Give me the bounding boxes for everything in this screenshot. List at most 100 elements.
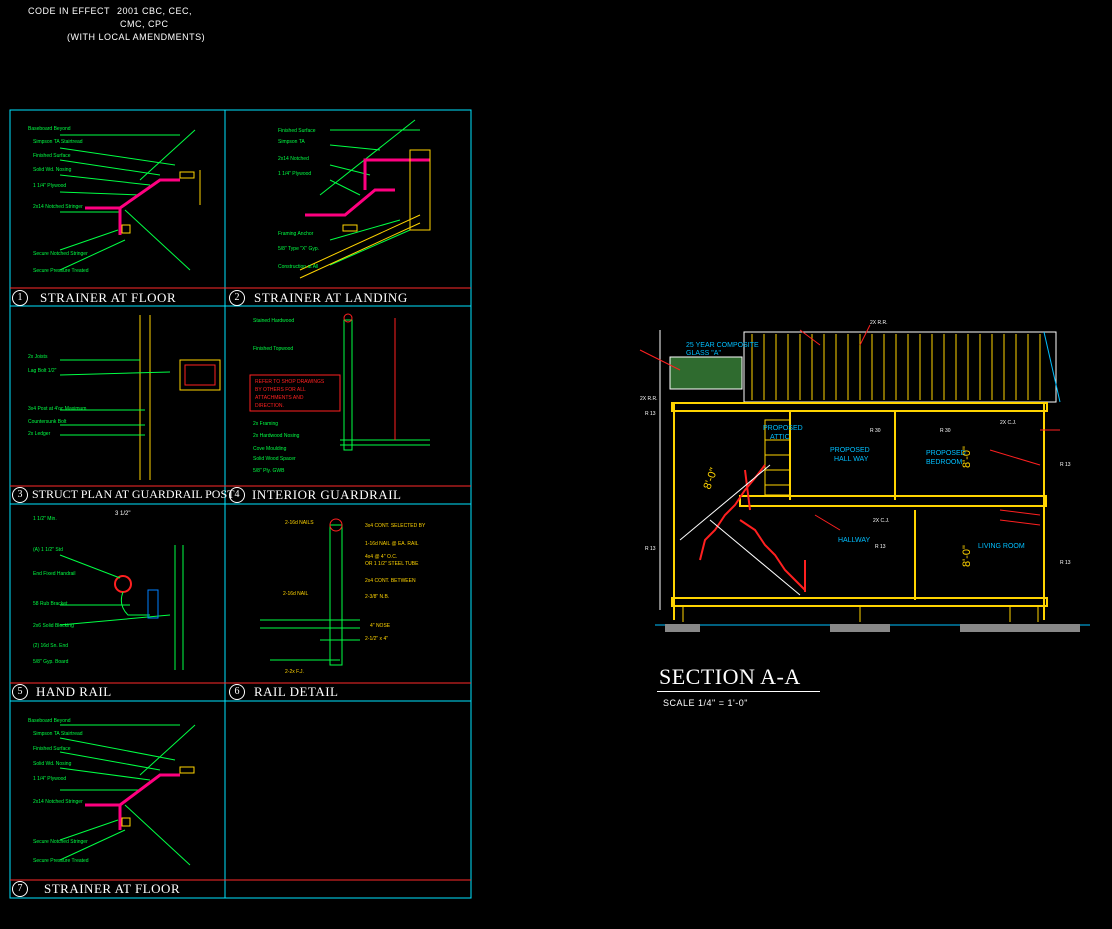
svg-text:REFER TO SHOP DRAWINGS: REFER TO SHOP DRAWINGS bbox=[255, 379, 325, 385]
svg-text:R 13: R 13 bbox=[645, 546, 656, 552]
section-title-underline bbox=[657, 691, 820, 692]
svg-text:Framing Anchor: Framing Anchor bbox=[278, 231, 314, 237]
svg-text:Baseboard Beyond: Baseboard Beyond bbox=[28, 718, 71, 724]
detail-strainer-landing-2: Finished Surface Simpson TA 2x14 Notched… bbox=[278, 119, 431, 279]
svg-text:2-3/8" N.B.: 2-3/8" N.B. bbox=[365, 594, 389, 600]
svg-text:DIRECTION.: DIRECTION. bbox=[255, 403, 284, 409]
svg-text:Cove Moulding: Cove Moulding bbox=[253, 446, 287, 452]
svg-text:R 30: R 30 bbox=[940, 428, 951, 434]
svg-text:4" NOSE: 4" NOSE bbox=[370, 623, 391, 629]
svg-text:2-16d NAILS: 2-16d NAILS bbox=[285, 520, 314, 526]
svg-text:3 1/2": 3 1/2" bbox=[115, 511, 130, 517]
svg-text:2x Framing: 2x Framing bbox=[253, 421, 278, 427]
svg-text:Lag Bolt 1/2": Lag Bolt 1/2" bbox=[28, 368, 57, 374]
svg-text:2X C.J.: 2X C.J. bbox=[873, 518, 889, 524]
svg-text:2x14 Notched Stringer: 2x14 Notched Stringer bbox=[33, 204, 83, 210]
svg-text:Simpson TA: Simpson TA bbox=[278, 139, 305, 145]
svg-text:GLASS "A": GLASS "A" bbox=[686, 350, 721, 357]
svg-text:BEDROOM: BEDROOM bbox=[926, 459, 962, 466]
svg-text:Finished Surface: Finished Surface bbox=[33, 153, 71, 159]
code-in-effect-label: CODE IN EFFECT bbox=[28, 6, 111, 16]
svg-text:1 1/4" Plywood: 1 1/4" Plywood bbox=[33, 776, 66, 782]
svg-text:2x6 Solid Blocking: 2x6 Solid Blocking bbox=[33, 623, 74, 629]
svg-text:5/8" Ply. GWB: 5/8" Ply. GWB bbox=[253, 468, 285, 474]
svg-text:(2) 16d Sn. End: (2) 16d Sn. End bbox=[33, 643, 68, 649]
section-title: SECTION A-A bbox=[659, 664, 801, 689]
svg-text:Simpson TA Stairtread: Simpson TA Stairtread bbox=[33, 139, 83, 145]
panel-4-title: INTERIOR GUARDRAIL bbox=[252, 487, 402, 502]
code-line-2: CMC, CPC bbox=[120, 19, 169, 29]
svg-text:Secure Notched Stringer: Secure Notched Stringer bbox=[33, 251, 88, 257]
svg-text:R 13: R 13 bbox=[1060, 462, 1071, 468]
svg-text:2-2x F.J.: 2-2x F.J. bbox=[285, 669, 304, 675]
svg-text:2x4 CONT. BETWEEN: 2x4 CONT. BETWEEN bbox=[365, 578, 416, 584]
panel-1-number: 1 bbox=[12, 290, 28, 306]
detail-rail-6: 2-16d NAILS 3x4 CONT. SELECTED BY 1-16d … bbox=[260, 518, 426, 675]
svg-text:2x Joists: 2x Joists bbox=[28, 354, 48, 360]
panel-7-title: STRAINER AT FLOOR bbox=[44, 881, 181, 896]
svg-text:Baseboard Beyond: Baseboard Beyond bbox=[28, 126, 71, 132]
svg-text:LIVING ROOM: LIVING ROOM bbox=[978, 543, 1025, 550]
svg-text:OR 1 1/2" STEEL TUBE: OR 1 1/2" STEEL TUBE bbox=[365, 561, 419, 567]
svg-text:ATTIC: ATTIC bbox=[770, 434, 790, 441]
svg-text:Countersunk Bolt: Countersunk Bolt bbox=[28, 419, 67, 425]
svg-text:PROPOSED: PROPOSED bbox=[763, 425, 803, 432]
svg-text:Stained Hardwood: Stained Hardwood bbox=[253, 318, 294, 324]
svg-text:2X C.J.: 2X C.J. bbox=[1000, 420, 1016, 426]
panel-2-title: STRAINER AT LANDING bbox=[254, 290, 408, 305]
detail-grid bbox=[9, 109, 472, 899]
svg-text:BY OTHERS FOR ALL: BY OTHERS FOR ALL bbox=[255, 387, 306, 393]
svg-text:Simpson TA Stairtread: Simpson TA Stairtread bbox=[33, 731, 83, 737]
svg-text:8'-0": 8'-0" bbox=[961, 446, 973, 468]
svg-text:End Fixed Handrail: End Fixed Handrail bbox=[33, 571, 76, 577]
svg-text:HALL WAY: HALL WAY bbox=[834, 456, 869, 463]
svg-text:5/8" Gyp. Board: 5/8" Gyp. Board bbox=[33, 659, 69, 665]
svg-text:5/8" Type "X" Gyp.: 5/8" Type "X" Gyp. bbox=[278, 246, 319, 252]
svg-text:R 30: R 30 bbox=[870, 428, 881, 434]
svg-text:PROPOSED: PROPOSED bbox=[830, 447, 870, 454]
panel-6-number: 6 bbox=[229, 684, 245, 700]
svg-text:2X R.R.: 2X R.R. bbox=[640, 396, 658, 402]
svg-text:2-16d NAIL: 2-16d NAIL bbox=[283, 591, 309, 597]
svg-text:ATTACHMENTS AND: ATTACHMENTS AND bbox=[255, 395, 304, 401]
code-line-1: 2001 CBC, CEC, bbox=[117, 6, 193, 16]
svg-text:2x Hardwood Nosing: 2x Hardwood Nosing bbox=[253, 433, 300, 439]
svg-text:Construction at All: Construction at All bbox=[278, 264, 318, 270]
section-scale: SCALE 1/4" = 1'-0" bbox=[663, 698, 748, 708]
svg-text:Solid Wd. Nosing: Solid Wd. Nosing bbox=[33, 167, 72, 173]
svg-text:3x4 Post at 4'oc Maximum: 3x4 Post at 4'oc Maximum bbox=[28, 406, 86, 412]
svg-text:Solid Wood Spacer: Solid Wood Spacer bbox=[253, 456, 296, 462]
detail-guardrail-post-3: 2x Joists Lag Bolt 1/2" 3x4 Post at 4'oc… bbox=[28, 315, 221, 480]
svg-text:Finished Surface: Finished Surface bbox=[33, 746, 71, 752]
svg-text:1-16d NAIL @ EA. RAIL: 1-16d NAIL @ EA. RAIL bbox=[365, 541, 419, 547]
svg-text:2X R.R.: 2X R.R. bbox=[870, 320, 888, 326]
svg-text:HALLWAY: HALLWAY bbox=[838, 537, 870, 544]
detail-strainer-floor-7: Baseboard Beyond Simpson TA Stairtread F… bbox=[28, 718, 196, 866]
svg-text:1 1/2" Min.: 1 1/2" Min. bbox=[33, 516, 57, 522]
svg-text:Finished Topwood: Finished Topwood bbox=[253, 346, 293, 352]
svg-text:PROPOSED: PROPOSED bbox=[926, 450, 966, 457]
svg-text:R 13: R 13 bbox=[645, 411, 656, 417]
svg-text:25 YEAR COMPOSITE: 25 YEAR COMPOSITE bbox=[686, 342, 759, 349]
section-a-a-drawing: PROPOSED HALL WAY PROPOSED BEDROOM PROPO… bbox=[639, 320, 1090, 632]
svg-text:1 1/4" Plywood: 1 1/4" Plywood bbox=[33, 183, 66, 189]
title-lines bbox=[10, 287, 471, 881]
svg-text:2-1/2" x 4": 2-1/2" x 4" bbox=[365, 636, 388, 642]
svg-text:1 1/4" Plywood: 1 1/4" Plywood bbox=[278, 171, 311, 177]
svg-text:4x4 @ 4'' O.C.: 4x4 @ 4'' O.C. bbox=[365, 554, 397, 560]
panel-5-number: 5 bbox=[12, 684, 28, 700]
svg-text:2x14 Notched: 2x14 Notched bbox=[278, 156, 309, 162]
panel-7-number: 7 bbox=[12, 881, 28, 897]
svg-text:R 13: R 13 bbox=[1060, 560, 1071, 566]
svg-text:(A) 1 1/2" Std: (A) 1 1/2" Std bbox=[33, 547, 63, 553]
svg-text:2x Ledger: 2x Ledger bbox=[28, 431, 51, 437]
panel-1-title: STRAINER AT FLOOR bbox=[40, 290, 177, 305]
detail-hand-rail-5: 1 1/2" Min. (A) 1 1/2" Std End Fixed Han… bbox=[33, 511, 184, 670]
svg-text:8'-0": 8'-0" bbox=[702, 466, 721, 491]
panel-3-title: STRUCT PLAN AT GUARDRAIL POST bbox=[32, 487, 235, 501]
svg-text:Secure Pressure Treated: Secure Pressure Treated bbox=[33, 268, 89, 274]
svg-text:Finished Surface: Finished Surface bbox=[278, 128, 316, 134]
panel-4-number: 4 bbox=[229, 487, 245, 503]
detail-strainer-floor-1: Baseboard Beyond Simpson TA Stairtread F… bbox=[28, 126, 201, 274]
